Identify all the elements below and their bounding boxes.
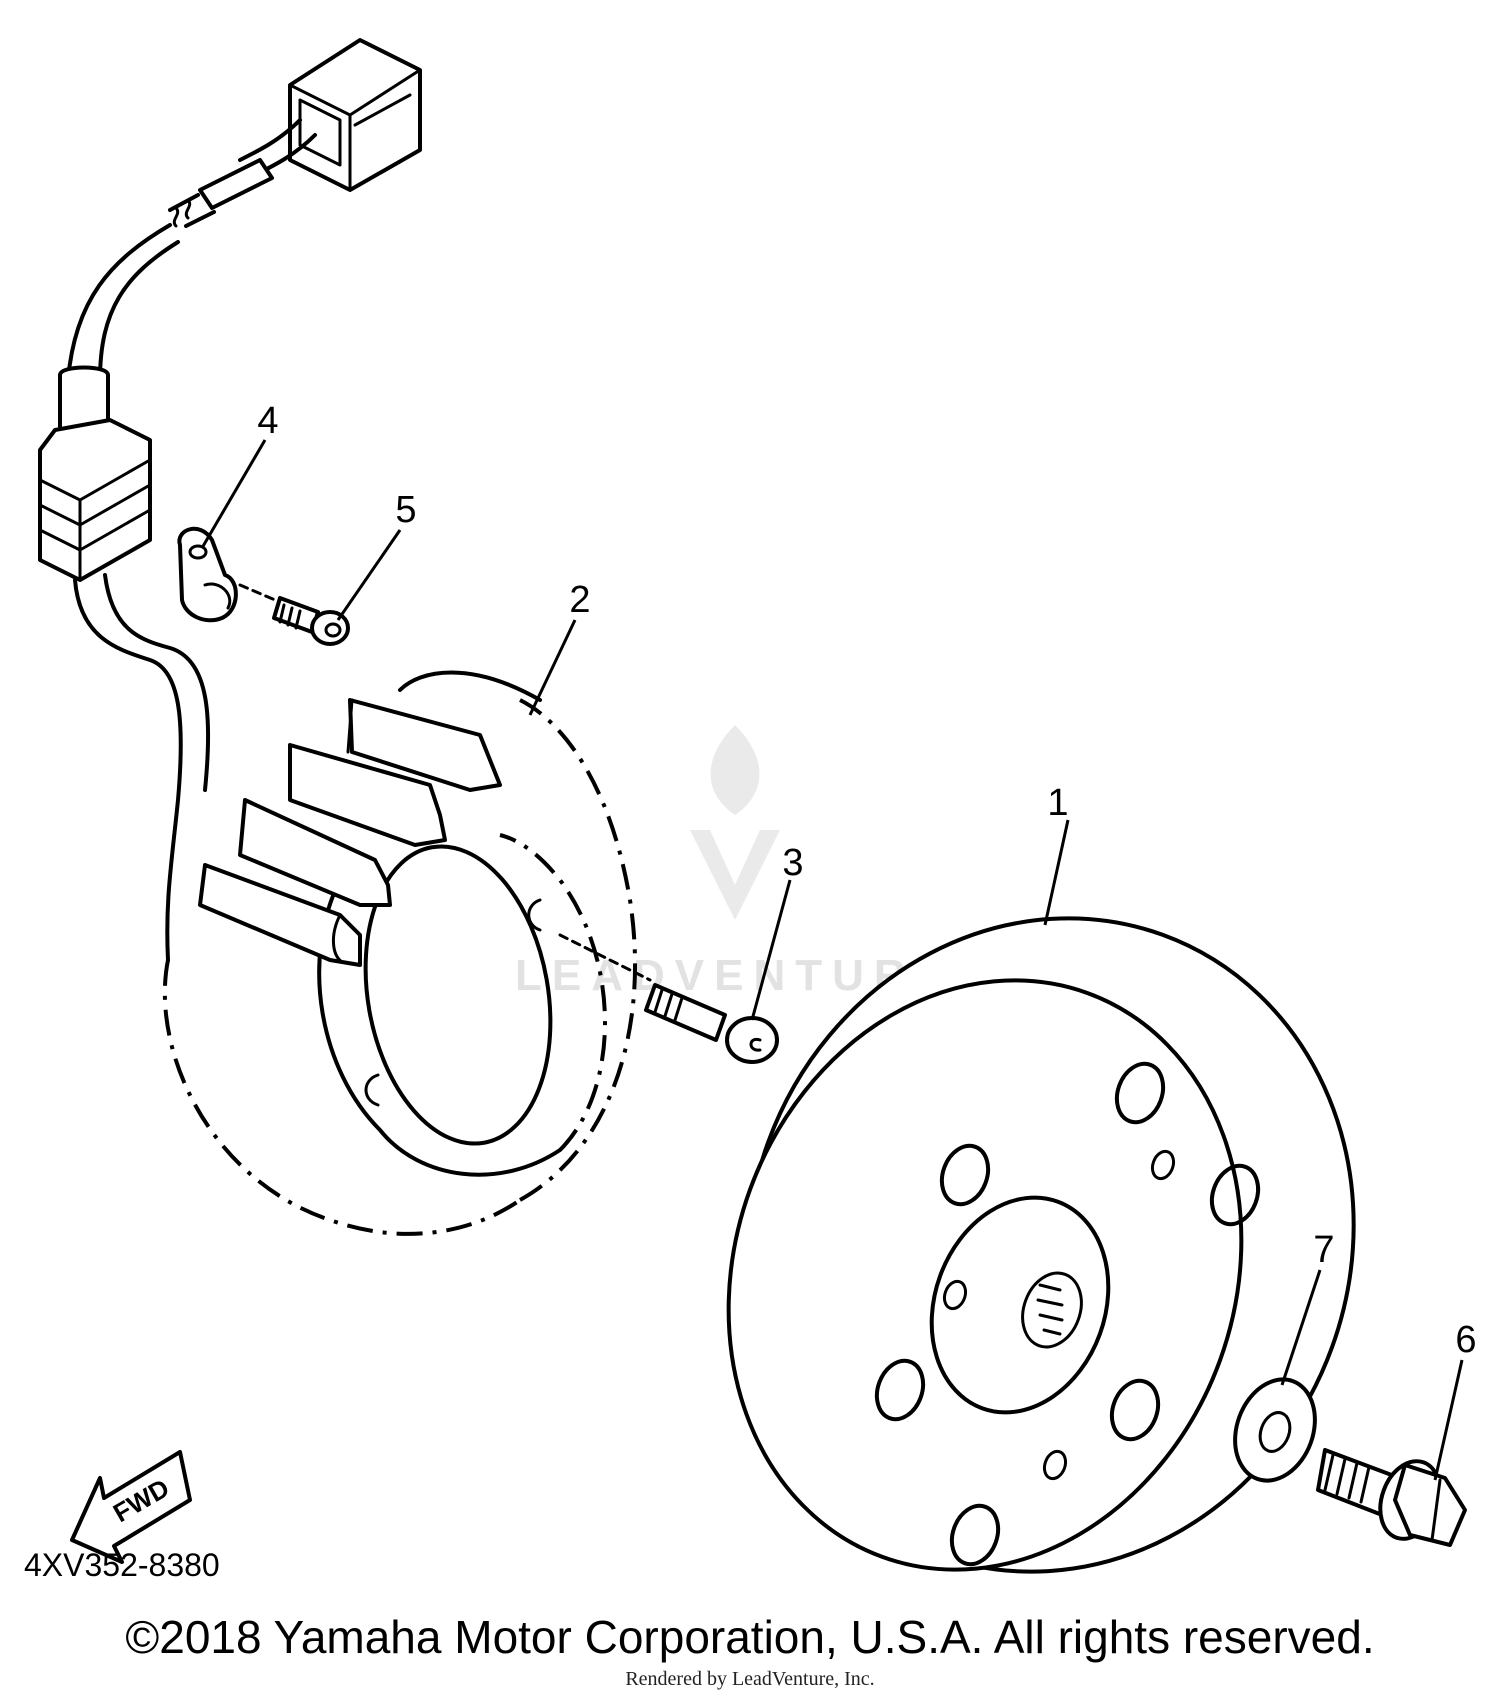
leader-2 [528, 619, 577, 716]
leader-7 [1280, 1269, 1322, 1386]
callout-5: 5 [395, 489, 416, 531]
copyright-notice: ©2018 Yamaha Motor Corporation, U.S.A. A… [125, 1611, 1375, 1663]
wire-harness [38, 38, 422, 962]
callout-2: 2 [569, 579, 590, 621]
diagram-code: 4XV352-8380 [24, 1547, 220, 1583]
leader-6 [1433, 1359, 1464, 1481]
callout-7: 7 [1313, 1229, 1334, 1271]
clamp-screw [238, 583, 350, 646]
wire-clamp [177, 526, 238, 623]
callout-1: 1 [1047, 782, 1068, 824]
rotor [726, 916, 1356, 1574]
leader-1 [1043, 819, 1070, 926]
fwd-direction-arrow: FWD [70, 1450, 192, 1564]
leader-3 [750, 879, 792, 1021]
stator [162, 670, 638, 1236]
callout-4: 4 [257, 400, 278, 442]
leader-4 [200, 439, 267, 549]
rendered-by-credit: Rendered by LeadVenture, Inc. [625, 1668, 875, 1690]
washer [1233, 1377, 1317, 1483]
stator-bolt [558, 933, 779, 1064]
callout-3: 3 [782, 842, 803, 884]
rotor-bolt [1316, 1448, 1467, 1547]
callout-leaders [200, 439, 1464, 1481]
leader-5 [336, 529, 402, 621]
callout-numbers: 1 2 3 4 5 6 7 [257, 400, 1476, 1361]
leadventure-watermark: LEADVENTURE [515, 725, 945, 1000]
callout-6: 6 [1455, 1319, 1476, 1361]
